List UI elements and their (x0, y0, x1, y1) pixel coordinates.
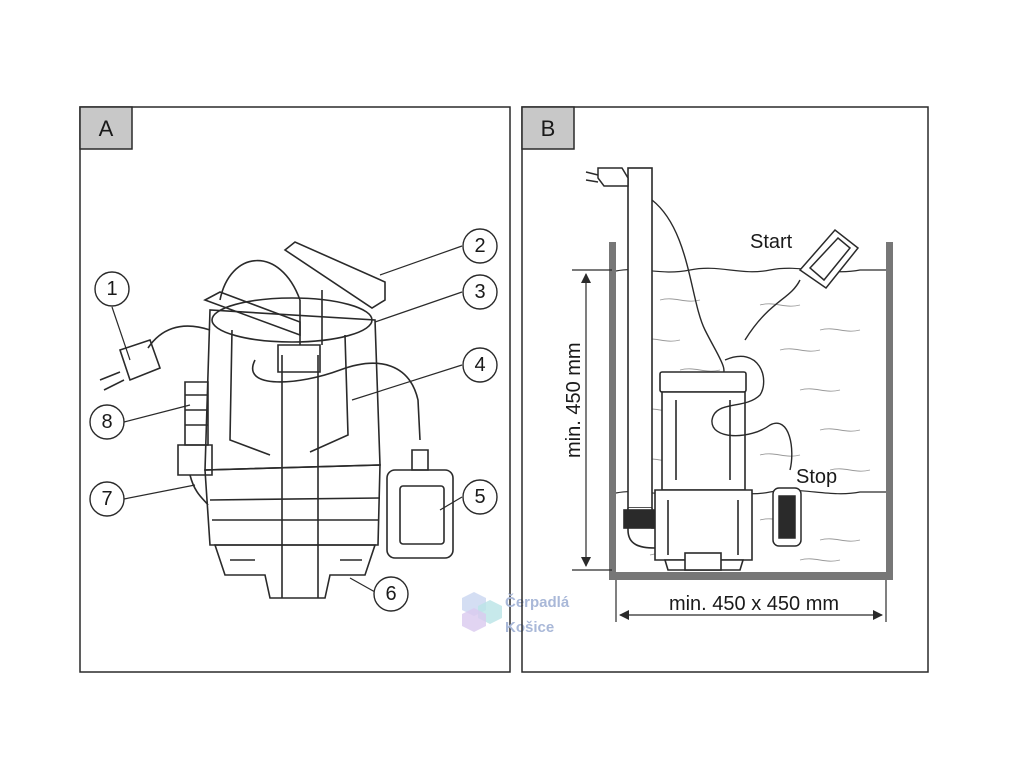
float-stop (772, 487, 802, 547)
callout-leaders (111, 245, 463, 593)
panel-a-frame (79, 106, 511, 673)
label-depth: min. 450 mm (563, 342, 585, 458)
callout-7: 7 (101, 488, 112, 510)
pump-b-body (661, 391, 746, 491)
callout-circles (89, 228, 498, 612)
pit (609, 242, 893, 580)
pump-illustration (99, 241, 454, 599)
pump-base (213, 544, 377, 599)
pump-b-lower (654, 489, 753, 561)
label-start: Start (750, 231, 793, 253)
pump-lower-housing (204, 464, 381, 546)
callout-2: 2 (474, 235, 485, 257)
cable-clip (277, 344, 321, 373)
pump-b-top (659, 371, 747, 393)
panel-b-tag: B (541, 116, 556, 141)
callout-5: 5 (474, 486, 485, 508)
label-stop: Stop (796, 466, 837, 488)
panel-a: A (79, 106, 511, 673)
callout-circle-6 (373, 576, 409, 612)
cable-loop (219, 259, 301, 301)
float-cable (251, 359, 421, 441)
callout-circle-4 (462, 347, 498, 383)
water (615, 267, 886, 495)
pump-b (654, 371, 753, 571)
callout-4: 4 (474, 354, 485, 376)
watermark-line-2: Košice (505, 619, 554, 636)
watermark-line-1: Čerpadlá (505, 593, 570, 611)
callout-circle-3 (462, 274, 498, 310)
callout-1: 1 (106, 278, 117, 300)
panel-b: B (521, 106, 929, 673)
panel-b-frame (521, 106, 929, 673)
callout-circle-5 (462, 479, 498, 515)
power-cable-b (651, 199, 725, 381)
panel-b-tag-box (521, 106, 575, 150)
callout-circle-1 (94, 271, 130, 307)
pit-wall-left (609, 242, 616, 580)
callout-circle-7 (89, 481, 125, 517)
water-surface-high (615, 267, 886, 273)
float-start (798, 228, 860, 290)
callout-circle-8 (89, 404, 125, 440)
pit-floor (609, 572, 893, 580)
callout-8: 8 (101, 411, 112, 433)
float-cable-start (744, 279, 801, 341)
panel-a-tag: A (99, 116, 114, 141)
float-cable-stop (711, 355, 793, 471)
width-dimension (615, 580, 887, 622)
label-width: min. 450 x 450 mm (669, 593, 839, 615)
pump-top-rim (211, 297, 373, 343)
hose-connector (184, 381, 209, 446)
panel-a-tag-box (79, 106, 133, 150)
callout-3: 3 (474, 281, 485, 303)
handle-right (283, 241, 386, 309)
float-cables-b (711, 279, 801, 471)
watermark: Čerpadlá Košice (462, 592, 570, 636)
pump-upper-housing (204, 309, 381, 471)
callout-circle-2 (462, 228, 498, 264)
power-cable (147, 325, 211, 349)
pit-wall-right (886, 242, 893, 580)
depth-dimension (572, 269, 612, 571)
power-plug (118, 338, 162, 382)
plug-b (585, 167, 629, 187)
callout-6: 6 (385, 583, 396, 605)
pipe-coupling (623, 509, 655, 529)
